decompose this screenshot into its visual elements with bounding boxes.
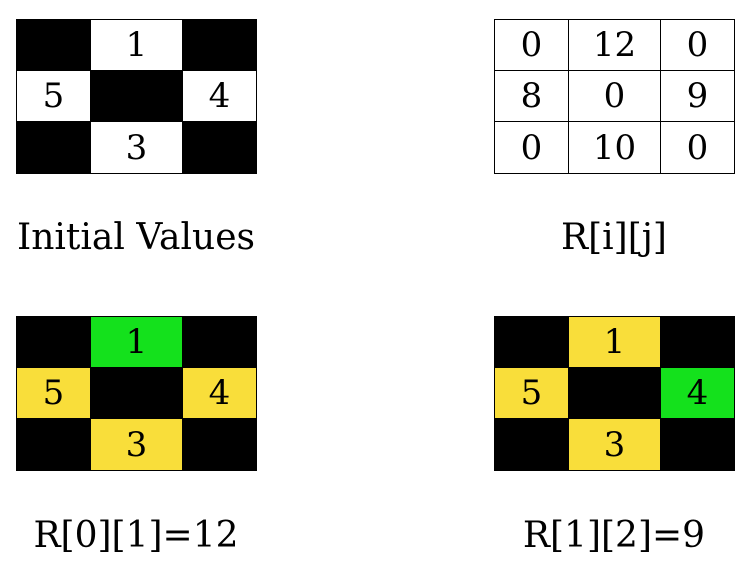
- grid-cell-r2-c0: 0: [494, 121, 569, 174]
- grid-cell-r0-c1: 1: [90, 316, 183, 368]
- grid-cell-r1-c1: 0: [568, 70, 661, 122]
- grid-cell-r2-c1: 3: [90, 121, 183, 174]
- grid-cell-r0-c2: 0: [660, 19, 735, 71]
- grid-row: 3: [494, 418, 735, 471]
- grid-cell-r2-c0: [16, 418, 91, 471]
- grid-cell-r2-c2: 0: [660, 121, 735, 174]
- grid-cell-r1-c0: 5: [16, 70, 91, 122]
- grid-cell-r2-c2: [660, 418, 735, 471]
- grid-cell-r2-c2: [182, 418, 257, 471]
- grid-cell-r0-c1: 12: [568, 19, 661, 71]
- grid-cell-r1-c2: 4: [182, 367, 257, 419]
- initial-values-caption: Initial Values: [17, 217, 255, 258]
- grid-cell-r2-c1: 3: [90, 418, 183, 471]
- grid-row: 1: [16, 316, 257, 368]
- grid-cell-r0-c2: [182, 19, 257, 71]
- grid-cell-r2-c0: [494, 418, 569, 471]
- grid-row: 3: [16, 418, 257, 471]
- grid-cell-r1-c0: 5: [494, 367, 569, 419]
- grid-cell-r2-c2: [182, 121, 257, 174]
- r01-step-caption: R[0][1]=12: [33, 515, 239, 556]
- r12-step-caption: R[1][2]=9: [522, 515, 706, 556]
- grid-cell-r1-c1: [90, 70, 183, 122]
- grid-cell-r0-c2: [182, 316, 257, 368]
- grid-cell-r2-c1: 3: [568, 418, 661, 471]
- grid-cell-r0-c0: [16, 19, 91, 71]
- grid-cell-r2-c0: [16, 121, 91, 174]
- grid-cell-r0-c1: 1: [568, 316, 661, 368]
- grid-cell-r1-c1: [90, 367, 183, 419]
- grid-cell-r1-c0: 8: [494, 70, 569, 122]
- r-matrix-caption: R[i][j]: [561, 217, 667, 258]
- grid-cell-r2-c1: 10: [568, 121, 661, 174]
- grid-cell-r1-c0: 5: [16, 367, 91, 419]
- grid-row: 1: [494, 316, 735, 368]
- grid-cell-r0-c0: 0: [494, 19, 569, 71]
- grid-cell-r1-c2: 4: [182, 70, 257, 122]
- grid-cell-r0-c0: [494, 316, 569, 368]
- grid-cell-r1-c2: 4: [660, 367, 735, 419]
- grid-cell-r1-c2: 9: [660, 70, 735, 122]
- grid-row: 3: [16, 121, 257, 174]
- grid-cell-r0-c1: 1: [90, 19, 183, 71]
- grid-row: 1: [16, 19, 257, 71]
- grid-cell-r0-c2: [660, 316, 735, 368]
- grid-cell-r0-c0: [16, 316, 91, 368]
- grid-cell-r1-c1: [568, 367, 661, 419]
